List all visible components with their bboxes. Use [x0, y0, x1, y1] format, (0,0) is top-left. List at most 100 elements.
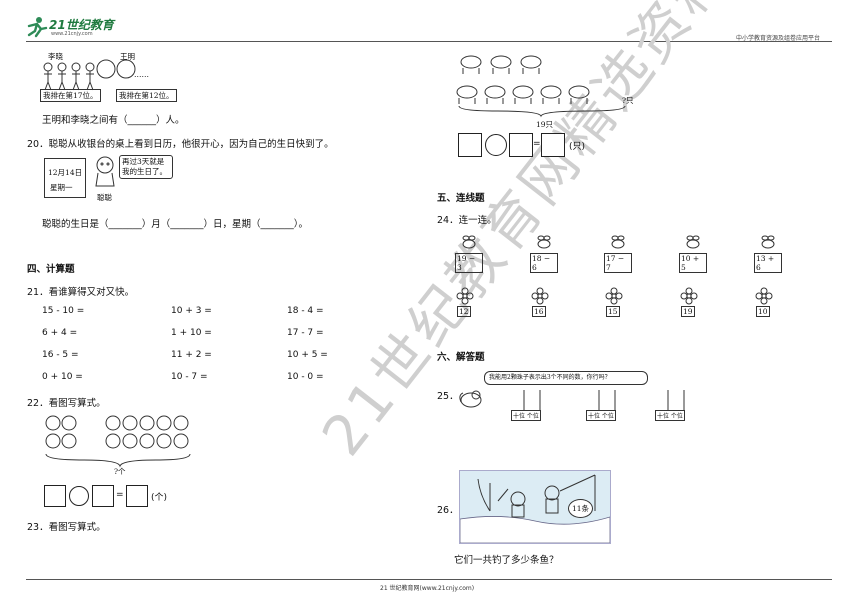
q22-answer-box-2[interactable] — [92, 485, 114, 507]
calc-r0c2: 18 - 4 = — [287, 306, 324, 316]
q22-equals: = — [116, 490, 124, 500]
q25-bubble: 我能用2颗珠子表示出3个不同的数，你行吗？ — [484, 371, 648, 385]
name-wangming: 王明 — [120, 52, 135, 61]
fishing-scene: 11条 — [459, 470, 611, 544]
flower-icon — [456, 287, 474, 305]
q23-equals: = — [533, 139, 541, 149]
calc-r2c0: 16 - 5 = — [42, 350, 79, 360]
calendar: 12月14日 星期一 — [44, 158, 86, 198]
flower-card-4[interactable]: 19 — [680, 287, 698, 319]
runner-logo-icon — [27, 17, 48, 38]
q23-operator-circle[interactable] — [485, 134, 507, 156]
q20-stem: 20．聪聪从收银台的桌上看到日历，他很开心，因为自己的生日快到了。 — [27, 139, 334, 150]
bee-card-3[interactable]: 17 − 7 — [604, 235, 632, 273]
bee-label-3: 17 − 7 — [604, 253, 632, 273]
calc-r2c2: 10 + 5 = — [287, 350, 328, 360]
q26-number: 26． — [437, 505, 459, 516]
abacus-rods-icon — [523, 390, 541, 410]
calc-r3c0: 0 + 10 = — [42, 372, 83, 382]
bee-label-2: 18 − 6 — [530, 253, 558, 273]
fishing-cats-illustration — [460, 474, 610, 543]
sign-17: 我排在第17位。 — [40, 89, 101, 102]
calendar-day: 星期一 — [50, 183, 73, 192]
abacus-label: 十位 个位 — [655, 410, 685, 421]
calc-r1c1: 1 + 10 = — [171, 328, 212, 338]
q22-stem: 22．看图写算式。 — [27, 398, 106, 409]
kid-congcong-icon — [95, 156, 115, 187]
name-lixiao: 李晓 — [48, 52, 63, 61]
bee-card-2[interactable]: 18 − 6 — [530, 235, 558, 273]
q22-answer-box-1[interactable] — [44, 485, 66, 507]
flower-icon — [605, 287, 623, 305]
section-6-title: 六、解答题 — [437, 352, 485, 363]
header-logo: 21世纪教育 www.21cnjy.com — [26, 14, 136, 40]
bee-icon — [537, 235, 551, 249]
abacus-1[interactable]: 十位 个位 — [511, 390, 553, 424]
calc-r3c1: 10 - 7 = — [171, 372, 208, 382]
q20-answer-line: 聪聪的生日是（_______）月（_______）日，星期（_______）。 — [42, 219, 309, 230]
abacus-rods-icon — [598, 390, 616, 410]
bee-card-1[interactable]: 19 − 3 — [455, 235, 483, 273]
bee-icon — [462, 235, 476, 249]
flower-label-1: 12 — [457, 306, 471, 317]
q23-question-mark: ?只 — [622, 96, 634, 105]
q22-operator-circle[interactable] — [69, 486, 89, 506]
calc-r2c1: 11 + 2 = — [171, 350, 212, 360]
bee-label-4: 10 + 5 — [679, 253, 707, 273]
flower-card-5[interactable]: 10 — [755, 287, 773, 319]
flower-card-2[interactable]: 16 — [531, 287, 549, 319]
animals-figure — [456, 55, 590, 104]
calc-r0c0: 15 - 10 = — [42, 306, 85, 316]
bucket-label: 11条 — [568, 499, 594, 518]
q24-stem: 24．连一连。 — [437, 215, 497, 226]
q23-answer-box-3[interactable] — [541, 133, 565, 157]
q23-answer-box-1[interactable] — [458, 133, 482, 157]
section-4-title: 四、计算题 — [27, 264, 75, 275]
flower-card-1[interactable]: 12 — [456, 287, 474, 319]
flower-icon — [531, 287, 549, 305]
bee-label-5: 13 + 6 — [754, 253, 782, 273]
q23-stem: 23．看图写算式。 — [27, 522, 106, 533]
calc-r1c0: 6 + 4 = — [42, 328, 78, 338]
q22-unit: (个) — [151, 493, 168, 503]
q23-total: 19只 — [536, 120, 554, 129]
q26-question: 它们一共钓了多少条鱼？ — [454, 555, 559, 566]
bee-icon — [761, 235, 775, 249]
bee-icon — [686, 235, 700, 249]
queue-dots: …… — [134, 70, 149, 79]
flower-card-3[interactable]: 15 — [605, 287, 623, 319]
bee-card-5[interactable]: 13 + 6 — [754, 235, 782, 273]
abacus-label: 十位 个位 — [586, 410, 616, 421]
header-rule — [26, 41, 832, 42]
bee-icon — [611, 235, 625, 249]
abacus-3[interactable]: 十位 个位 — [655, 390, 697, 424]
animal-mascot-icon — [459, 390, 482, 408]
bee-card-4[interactable]: 10 + 5 — [679, 235, 707, 273]
q19-question: 王明和李晓之间有（______）人。 — [42, 115, 185, 126]
q22-question-mark: ?个 — [114, 467, 126, 476]
abacus-2[interactable]: 十位 个位 — [586, 390, 628, 424]
children-queue-icon — [43, 59, 136, 91]
q19-figure: 李晓 王明 …… 我排在第17位。 我排在第12位。 — [40, 48, 190, 106]
footer-rule — [26, 579, 832, 580]
calendar-date: 12月14日 — [48, 168, 83, 177]
footer-text: 21 世纪教育网(www.21cnjy.com) — [380, 585, 475, 592]
q23-brace-icon — [458, 105, 626, 118]
header-right-text: 中小学教育资源及组卷应用平台 — [736, 35, 821, 42]
q22-answer-box-3[interactable] — [126, 485, 148, 507]
flower-label-4: 19 — [681, 306, 695, 317]
flower-icon — [680, 287, 698, 305]
q23-answer-box-2[interactable] — [509, 133, 533, 157]
abacus-label: 十位 个位 — [511, 410, 541, 421]
flower-label-2: 16 — [532, 306, 546, 317]
q21-stem: 21．看谁算得又对又快。 — [27, 287, 135, 298]
speech-bubble: 再过3天就是我的生日了。 — [119, 155, 173, 179]
logo-text: 21世纪教育 — [49, 18, 114, 32]
flower-icon — [755, 287, 773, 305]
q25-number: 25． — [437, 391, 459, 402]
calc-r1c2: 17 - 7 = — [287, 328, 324, 338]
section-5-title: 五、连线题 — [437, 193, 485, 204]
flower-label-3: 15 — [606, 306, 620, 317]
q22-circles-figure — [45, 415, 191, 468]
q23-unit: (只) — [569, 142, 586, 152]
